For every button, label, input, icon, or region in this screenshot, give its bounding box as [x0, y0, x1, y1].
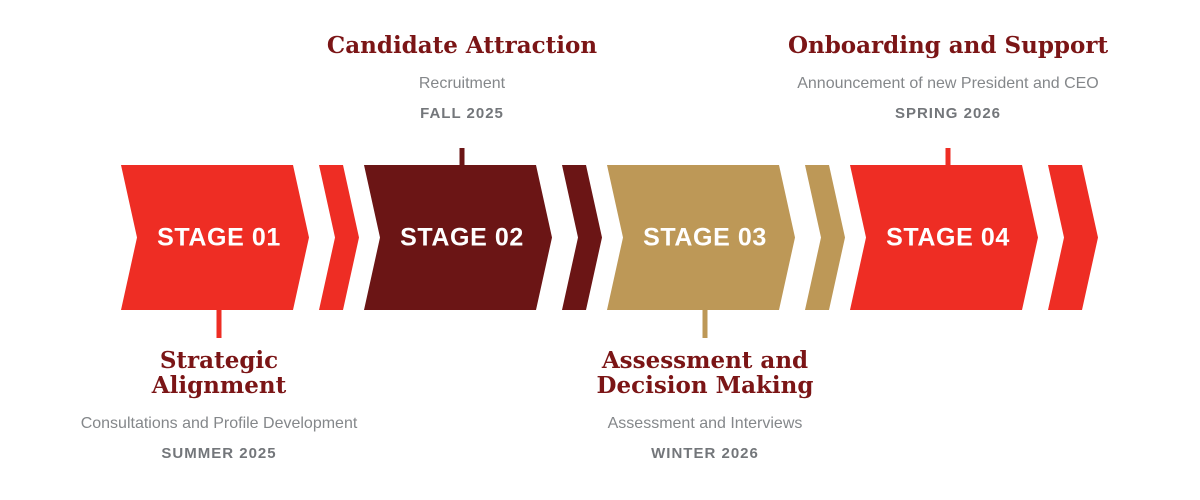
stage-01-title-line2: Alignment [151, 372, 287, 399]
stage-02-title-line1: Candidate Attraction [326, 32, 598, 59]
stage-03-title-line1: Assessment and [601, 347, 809, 374]
stage-03-date: WINTER 2026 [651, 445, 759, 462]
stage-02-subtitle: Recruitment [418, 75, 506, 92]
stage-01-chevron-icon [319, 165, 359, 310]
stage-02-date: FALL 2025 [420, 105, 504, 122]
stage-02-arrow [364, 165, 552, 310]
stage-01-title: Strategic Alignment [81, 348, 358, 398]
stage-02-label: STAGE 02 [400, 223, 524, 251]
stage-01-arrow [121, 165, 309, 310]
stage-03-title-line2: Decision Making [596, 372, 814, 399]
stage-04-label: STAGE 04 [886, 223, 1010, 251]
stage-02-connector-line [459, 148, 465, 166]
stage-02-chevron-icon [562, 165, 602, 310]
stage-04-chevron-icon [1048, 165, 1098, 310]
stage-03-chevron-icon [805, 165, 845, 310]
stage-04-annotation: Onboarding and Support Announcement of n… [788, 33, 1108, 123]
stage-01-annotation: Strategic Alignment Consultations and Pr… [81, 348, 358, 463]
stage-02-annotation: Candidate Attraction Recruitment FALL 20… [327, 33, 597, 123]
stage-04-title-line1: Onboarding and Support [787, 32, 1109, 59]
stage-04-connector-line [945, 148, 951, 166]
stage-01-label: STAGE 01 [157, 223, 281, 251]
stage-03-connector-line [702, 309, 708, 338]
stage-01-date: SUMMER 2025 [161, 445, 277, 462]
stage-01-connector-line [216, 309, 222, 338]
stage-04-date: SPRING 2026 [894, 105, 1002, 122]
stage-02-title: Candidate Attraction [327, 33, 597, 58]
stage-03-title: Assessment and Decision Making [597, 348, 814, 398]
stage-03-subtitle: Assessment and Interviews [607, 415, 803, 432]
stage-04-arrow [850, 165, 1038, 310]
stage-04-title: Onboarding and Support [788, 33, 1108, 58]
stage-03-annotation: Assessment and Decision Making Assessmen… [597, 348, 814, 463]
stage-01-subtitle: Consultations and Profile Development [80, 415, 358, 432]
stage-01-title-line1: Strategic [159, 347, 279, 374]
stage-03-label: STAGE 03 [643, 223, 767, 251]
stage-03-arrow [607, 165, 795, 310]
stage-04-subtitle: Announcement of new President and CEO [797, 75, 1099, 92]
